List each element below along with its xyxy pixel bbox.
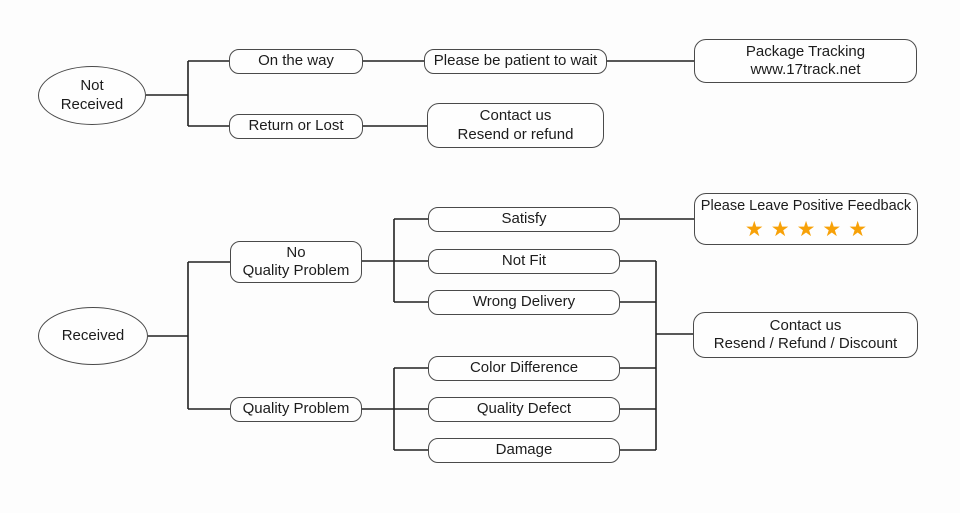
node-please-be-patient: Please be patient to wait	[424, 49, 607, 74]
node-no-quality-problem: No Quality Problem	[230, 241, 362, 283]
node-label: Satisfy	[501, 210, 547, 228]
node-received: Received	[38, 307, 148, 365]
node-label: Color Difference	[469, 359, 579, 377]
node-label: Resend / Refund / Discount	[713, 335, 898, 352]
node-label: Received	[61, 326, 125, 344]
node-quality-problem: Quality Problem	[230, 397, 362, 422]
node-label: Package Tracking	[745, 42, 866, 60]
node-label: Quality Defect	[476, 400, 572, 418]
node-label: Please be patient to wait	[433, 52, 598, 70]
node-label: Quality Problem	[242, 262, 350, 279]
node-contact-resend-refund: Contact us Resend or refund	[427, 103, 604, 148]
node-label: Not	[80, 77, 104, 95]
node-not-fit: Not Fit	[428, 249, 620, 274]
tracking-url: www.17track.net	[750, 61, 861, 78]
node-contact-resend-refund-discount: Contact us Resend / Refund / Discount	[693, 312, 918, 358]
node-label: Please Leave Positive Feedback	[700, 198, 912, 215]
node-label: On the way	[258, 52, 334, 70]
node-quality-defect: Quality Defect	[428, 397, 620, 422]
node-label: Damage	[495, 441, 553, 459]
star-rating: ★★★★★	[744, 217, 875, 241]
node-label: Resend or refund	[457, 125, 574, 143]
node-label: Contact us	[479, 107, 552, 125]
node-package-tracking: Package Tracking www.17track.net	[694, 39, 917, 83]
node-label: Contact us	[769, 316, 842, 334]
node-label: Quality Problem	[242, 400, 350, 418]
node-not-received: Not Received	[38, 66, 146, 125]
node-satisfy: Satisfy	[428, 207, 620, 232]
node-color-difference: Color Difference	[428, 356, 620, 381]
node-label: Not Fit	[501, 252, 547, 270]
node-on-the-way: On the way	[229, 49, 363, 74]
node-label: No	[286, 243, 306, 261]
node-label: Return or Lost	[248, 117, 344, 135]
node-label: Received	[60, 95, 124, 113]
node-wrong-delivery: Wrong Delivery	[428, 290, 620, 315]
node-label: Wrong Delivery	[472, 293, 576, 311]
node-positive-feedback: Please Leave Positive Feedback ★★★★★	[694, 193, 918, 245]
node-return-or-lost: Return or Lost	[229, 114, 363, 139]
node-damage: Damage	[428, 438, 620, 463]
